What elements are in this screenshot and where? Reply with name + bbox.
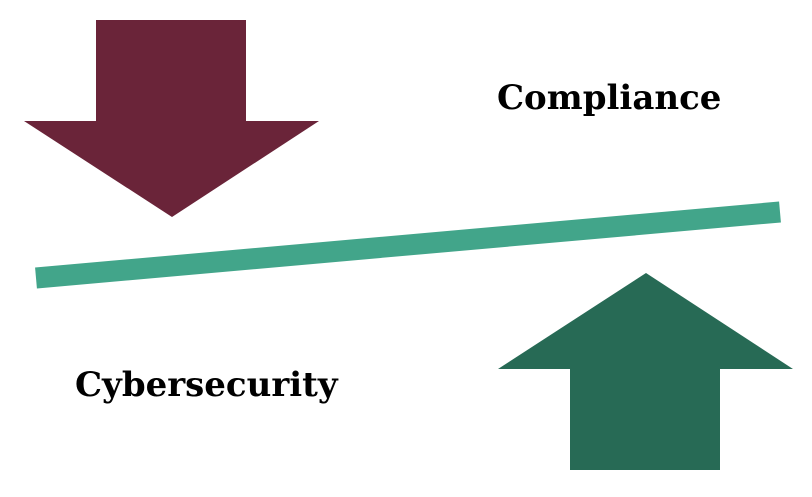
down-arrow-icon [24, 20, 319, 217]
up-arrow-icon [498, 273, 793, 470]
cybersecurity-label: Cybersecurity [75, 365, 338, 405]
balance-beam [35, 201, 781, 289]
compliance-label: Compliance [497, 78, 722, 118]
